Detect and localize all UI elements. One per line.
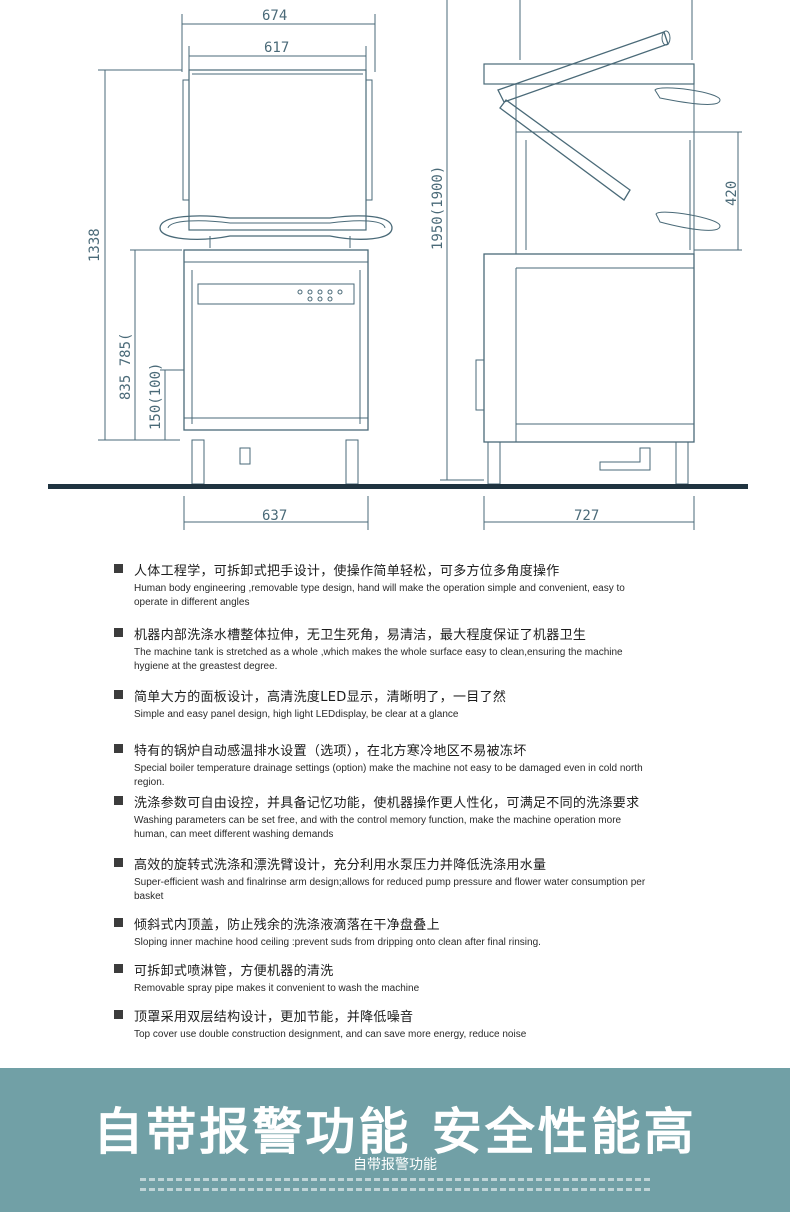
dim-front-height: 1338 — [87, 228, 103, 262]
feature-description: The machine tank is stretched as a whole… — [134, 647, 623, 672]
feature-description: Simple and easy panel design, high light… — [134, 709, 459, 720]
feature-description: Washing parameters can be set free, and … — [134, 815, 622, 840]
feature-title: 倾斜式内顶盖，防止残余的洗涤液滴落在干净盘叠上 — [134, 918, 440, 933]
feature-title: 洗涤参数可自由设控，并具备记忆功能，使机器操作更人性化，可满足不同的洗涤要求 — [134, 796, 640, 811]
dim-side-height: 1950(1900) — [430, 166, 446, 250]
technical-drawing: 674 617 1338 835 785( 150(100) 1950(1900… — [48, 0, 748, 530]
banner-fine-print — [140, 1188, 650, 1191]
feature-title: 顶罩采用双层结构设计，更加节能，并降低噪音 — [134, 1010, 414, 1025]
feature-title: 人体工程学，可拆卸式把手设计，使操作简单轻松，可多方位多角度操作 — [134, 564, 560, 579]
feature-description: Sloping inner machine hood ceiling :prev… — [134, 937, 541, 948]
dim-side-width: 727 — [574, 508, 599, 524]
front-view — [98, 14, 393, 530]
dim-top-inner: 617 — [264, 40, 289, 56]
feature-title: 特有的锅炉自动感温排水设置（选项），在北方寒冷地区不易被冻坏 — [134, 744, 527, 759]
feature-title: 简单大方的面板设计，高清洗度LED显示，清晰明了，一目了然 — [134, 690, 507, 705]
dim-hood-opening: 420 — [724, 181, 740, 206]
bullet-square-icon — [114, 964, 123, 973]
dim-front-width: 637 — [262, 508, 287, 524]
bullet-square-icon — [114, 564, 123, 573]
feature-description: Special boiler temperature drainage sett… — [134, 763, 643, 788]
bullet-square-icon — [114, 628, 123, 637]
feature-description: Human body engineering ,removable type d… — [134, 583, 625, 608]
feature-title: 高效的旋转式洗涤和漂洗臂设计，充分利用水泵压力并降低洗涤用水量 — [134, 858, 547, 873]
banner-subtitle: 自带报警功能 — [353, 1157, 437, 1173]
bullet-square-icon — [114, 918, 123, 927]
side-view — [440, 0, 742, 530]
feature-description: Super-efficient wash and finalrinse arm … — [134, 877, 646, 902]
banner-fine-print — [140, 1178, 650, 1181]
feature-description: Removable spray pipe makes it convenient… — [134, 983, 420, 994]
dim-leg-height: 150(100) — [148, 363, 164, 430]
bullet-square-icon — [114, 858, 123, 867]
bullet-square-icon — [114, 744, 123, 753]
dim-top-outer: 674 — [262, 8, 287, 24]
dim-table-height: 835 785( — [118, 333, 134, 400]
alarm-banner: 自带报警功能 安全性能高 自带报警功能 — [0, 1068, 790, 1212]
bullet-square-icon — [114, 796, 123, 805]
floor-line — [48, 484, 748, 489]
banner-headline: 自带报警功能 安全性能高 — [93, 1103, 697, 1161]
bullet-square-icon — [114, 1010, 123, 1019]
bullet-square-icon — [114, 690, 123, 699]
feature-title: 机器内部洗涤水槽整体拉伸，无卫生死角，易清洁，最大程度保证了机器卫生 — [134, 628, 587, 643]
feature-description: Top cover use double construction design… — [134, 1029, 527, 1040]
feature-title: 可拆卸式喷淋管，方便机器的清洗 — [134, 964, 334, 979]
